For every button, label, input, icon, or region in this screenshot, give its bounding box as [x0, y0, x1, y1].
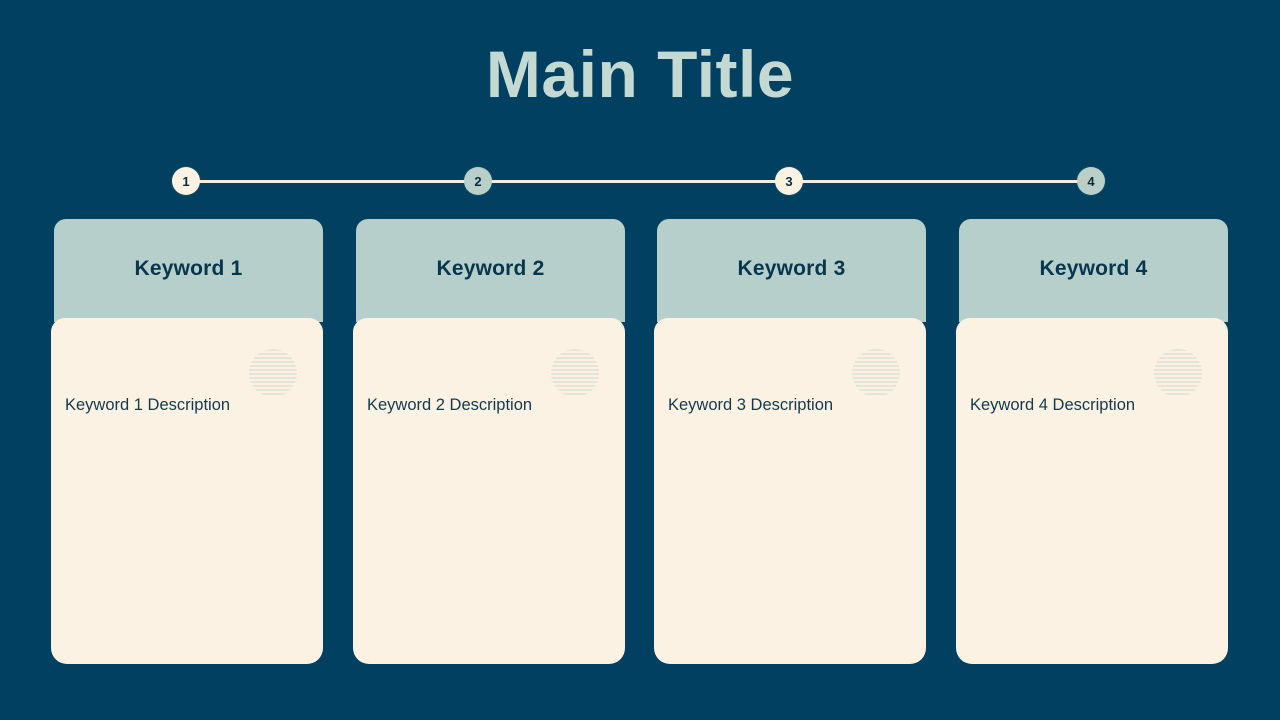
cards-row: Keyword 1 Keyword 1 Description Keyword … — [51, 219, 1229, 664]
timeline-connector-line — [186, 179, 1091, 183]
card-4-body: Keyword 4 Description — [956, 318, 1228, 664]
timeline-node-4-label: 4 — [1087, 173, 1095, 189]
timeline-node-1[interactable]: 1 — [172, 167, 200, 195]
card-1-description: Keyword 1 Description — [65, 396, 231, 414]
card-4[interactable]: Keyword 4 Keyword 4 Description — [956, 219, 1228, 664]
timeline-node-1-label: 1 — [182, 173, 190, 189]
timeline-node-4[interactable]: 4 — [1077, 167, 1105, 195]
card-1-title: Keyword 1 — [134, 257, 243, 280]
page-title: Main Title — [485, 37, 795, 111]
timeline-node-3[interactable]: 3 — [775, 167, 803, 195]
card-2[interactable]: Keyword 2 Keyword 2 Description — [353, 219, 625, 664]
timeline-node-2-label: 2 — [474, 173, 482, 189]
card-2-header: Keyword 2 — [356, 219, 625, 322]
card-2-title: Keyword 2 — [436, 257, 545, 280]
timeline-node-2[interactable]: 2 — [464, 167, 492, 195]
card-2-description: Keyword 2 Description — [367, 396, 533, 414]
card-4-description: Keyword 4 Description — [970, 396, 1136, 414]
card-3[interactable]: Keyword 3 Keyword 3 Description — [654, 219, 926, 664]
timeline: 1 2 3 4 — [172, 167, 1105, 195]
striped-circle-icon — [1154, 349, 1202, 397]
card-4-title: Keyword 4 — [1039, 257, 1148, 280]
card-3-title: Keyword 3 — [737, 257, 846, 280]
card-3-body: Keyword 3 Description — [654, 318, 926, 664]
striped-circle-icon — [852, 349, 900, 397]
card-3-description: Keyword 3 Description — [668, 396, 834, 414]
card-1-body: Keyword 1 Description — [51, 318, 323, 664]
card-1-header: Keyword 1 — [54, 219, 323, 322]
card-1[interactable]: Keyword 1 Keyword 1 Description — [51, 219, 323, 664]
timeline-node-3-label: 3 — [785, 173, 793, 189]
striped-circle-icon — [551, 349, 599, 397]
card-3-header: Keyword 3 — [657, 219, 926, 322]
card-4-header: Keyword 4 — [959, 219, 1228, 322]
striped-circle-icon — [249, 349, 297, 397]
card-2-body: Keyword 2 Description — [353, 318, 625, 664]
